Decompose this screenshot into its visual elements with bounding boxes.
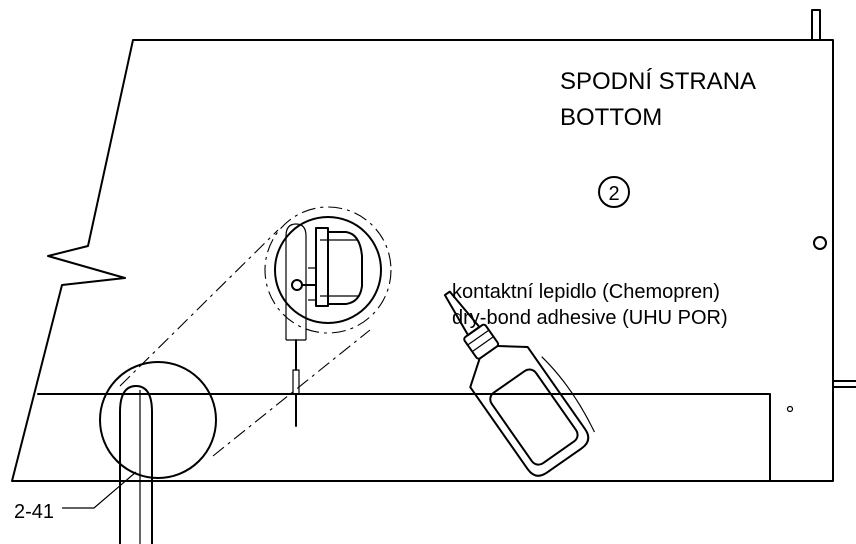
detail-circle [274, 216, 382, 324]
adhesive-label-cz: kontaktní lepidlo (Chemopren) [452, 281, 720, 303]
hook-rod [285, 223, 307, 427]
side-label-en: BOTTOM [560, 104, 662, 131]
adhesive-label-en: dry-bond adhesive (UHU POR) [452, 307, 728, 329]
top-pin [811, 9, 821, 41]
side-label-cz: SPODNÍ STRANA [560, 68, 756, 95]
small-hole [786, 405, 794, 413]
detail-tangent-lower [212, 329, 371, 457]
detail-tangent-upper [119, 229, 279, 387]
panel-outline [11, 39, 834, 482]
callout-label: 2-41 [14, 501, 54, 523]
keyhole-slot [119, 385, 153, 544]
clip-detail-icon [291, 227, 363, 307]
right-hole [813, 236, 827, 250]
bottom-strip [37, 393, 771, 482]
callout-leader [62, 471, 137, 509]
part-number-circle [598, 176, 630, 208]
detail-circle-dashed [264, 206, 392, 334]
part-number: 2 [608, 183, 619, 205]
source-circle [99, 361, 217, 479]
adhesive-bottle-icon [443, 290, 596, 477]
